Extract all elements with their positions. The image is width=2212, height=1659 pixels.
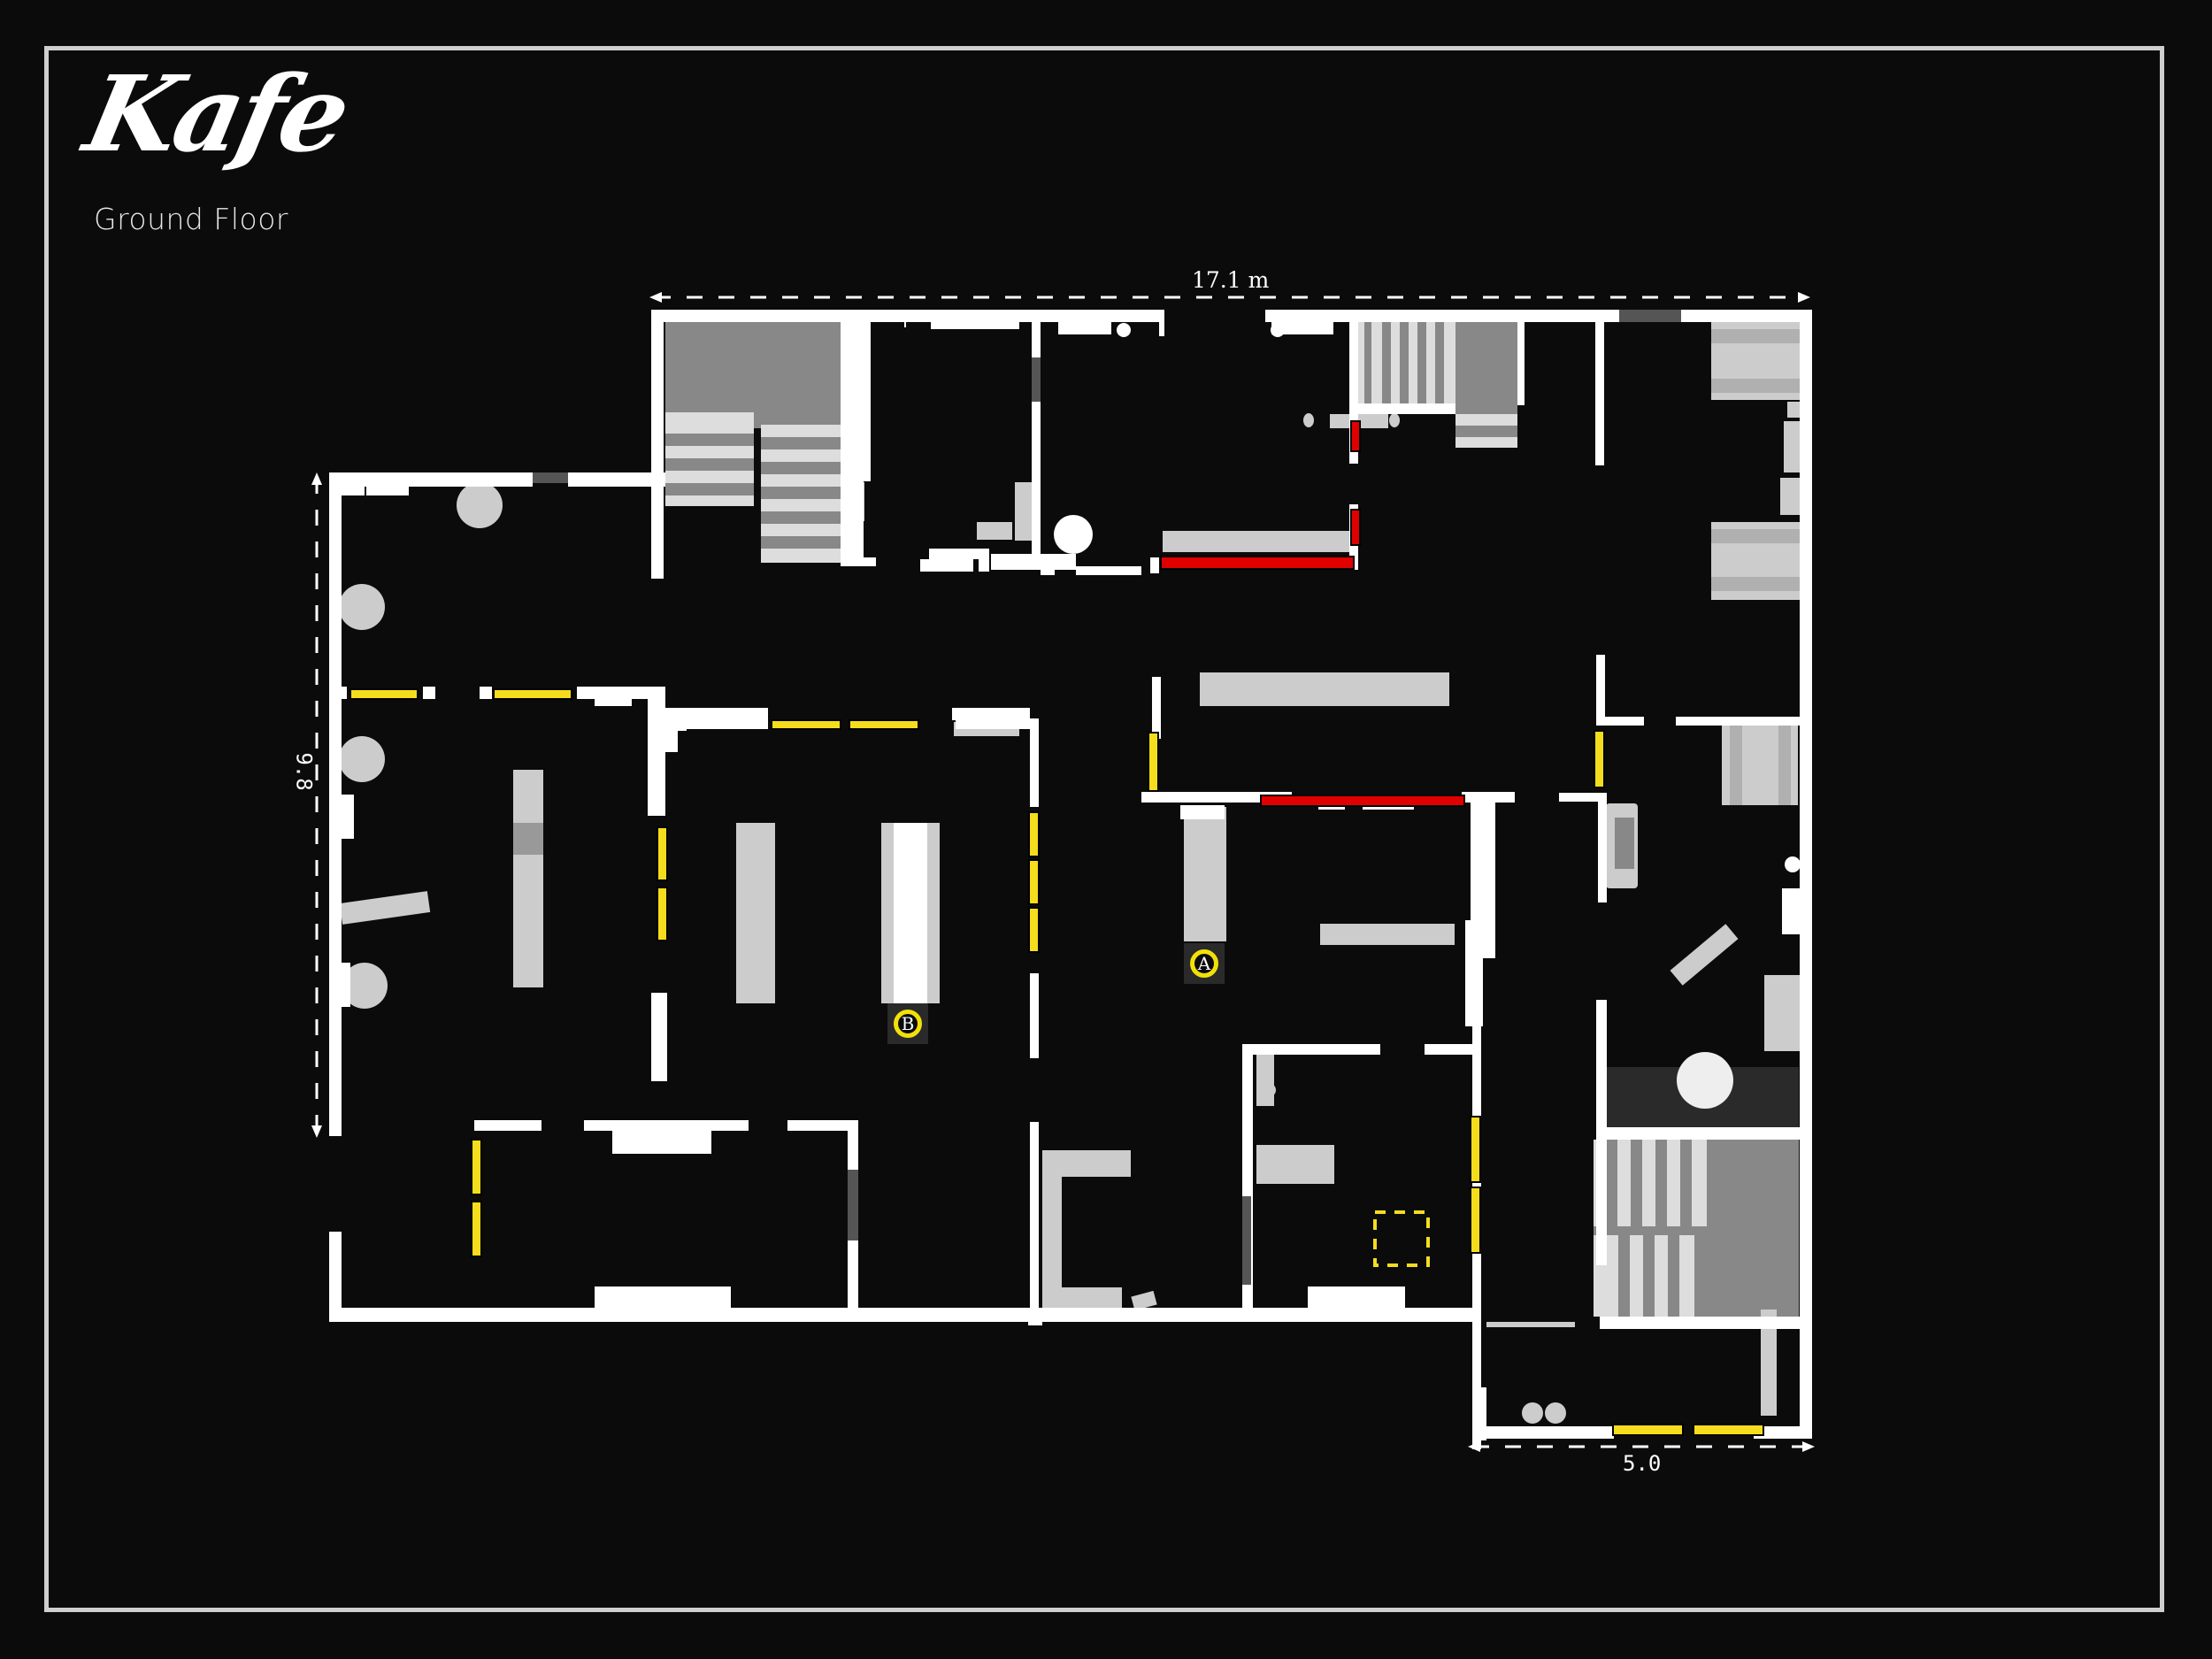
spawn-zone-icon	[1373, 1210, 1430, 1267]
dimension-width-bottom: 5.0	[1623, 1451, 1662, 1476]
furniture	[513, 482, 1800, 1416]
dimension-width-top: 17.1 m	[1192, 267, 1270, 293]
objective-marker-a[interactable]: A	[1184, 943, 1225, 984]
round-tables	[339, 482, 1566, 1424]
floor-label: Ground Floor	[94, 202, 288, 236]
globe-fixture	[1606, 1052, 1799, 1127]
objective-marker-b[interactable]: B	[887, 1003, 928, 1044]
breakable-walls	[1160, 420, 1465, 807]
doorways	[533, 310, 1681, 1285]
rotated-furniture	[339, 891, 1739, 1311]
stairs-top-right	[1358, 322, 1517, 448]
map-frame	[44, 46, 2164, 1612]
marker-a-label: A	[1190, 949, 1218, 978]
windows	[349, 688, 1764, 1436]
dimension-lines	[315, 296, 1809, 1448]
stairs-top-left	[665, 322, 841, 563]
shelves-right	[1711, 322, 1800, 600]
stairs-bottom-right	[1594, 1140, 1799, 1317]
marker-b-label: B	[894, 1010, 922, 1038]
walls	[329, 310, 1812, 1449]
